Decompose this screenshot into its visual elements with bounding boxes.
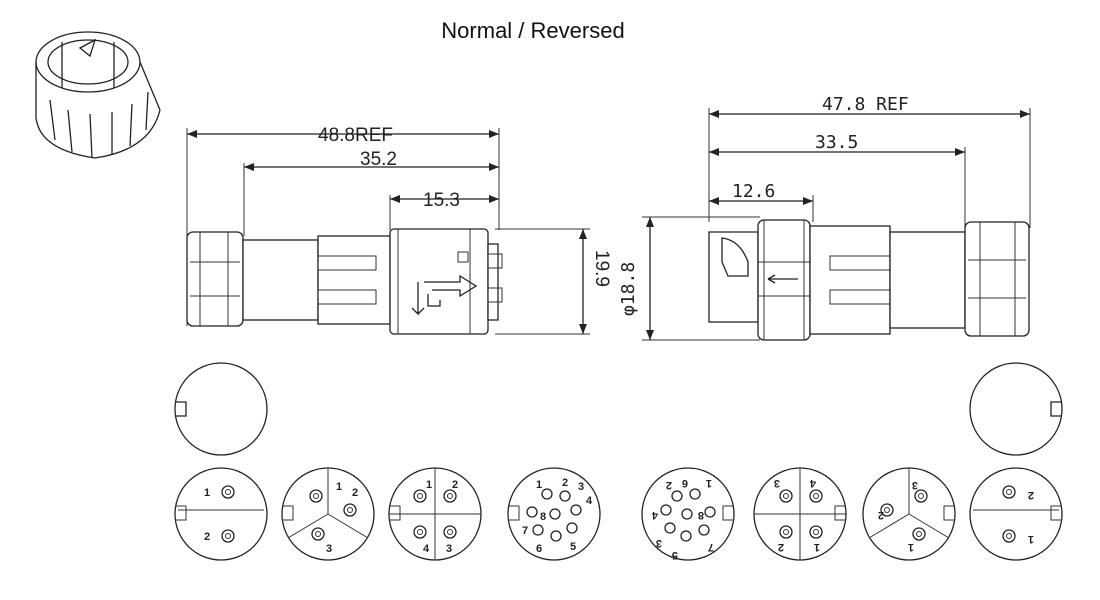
dim-diameter-right: φ18.8 — [618, 262, 639, 316]
pin-label: 3 — [656, 537, 662, 549]
dim-body-left: 35.2 — [360, 149, 397, 170]
pin-label: 5 — [570, 541, 576, 553]
coupling-nut-illustration — [35, 31, 161, 159]
pinout-2pin-normal: 1 2 — [174, 467, 268, 561]
pin-label: 4 — [586, 495, 593, 507]
pin-label: 3 — [326, 543, 332, 555]
pin-label: 8 — [698, 509, 704, 521]
pin-label: 1 — [908, 541, 914, 553]
pinout-2pin-reversed: 1 2 — [969, 467, 1063, 561]
pin-label: 2 — [562, 477, 568, 489]
pin-label: 2 — [352, 487, 358, 499]
pin-label: 1 — [536, 479, 542, 491]
pin-label: 3 — [446, 543, 452, 555]
pin-label: 6 — [536, 543, 542, 555]
pin-label: 2 — [1028, 489, 1034, 501]
dim-height-left: 19.9 — [591, 250, 612, 287]
dim-front-right: 12.6 — [732, 181, 775, 202]
pinout-3pin-reversed: 1 2 3 — [862, 467, 956, 561]
key-face-normal — [174, 362, 268, 456]
pin-label: 2 — [666, 479, 672, 491]
pin-label: 8 — [540, 511, 546, 523]
dim-front-left: 15.3 — [423, 190, 460, 211]
pin-label: 2 — [204, 531, 210, 543]
pinout-8pin-reversed: 1 2 3 4 5 6 7 8 — [641, 467, 735, 561]
key-face-reversed — [969, 362, 1063, 456]
pin-label: 3 — [578, 481, 584, 493]
pin-label: 3 — [912, 479, 918, 491]
pinout-3pin-normal: 1 2 3 — [281, 467, 375, 561]
pin-label: 2 — [878, 509, 884, 521]
pinout-8pin-normal: 1 2 3 4 5 6 7 8 — [507, 467, 601, 561]
pin-label: 4 — [423, 543, 430, 555]
pin-label: 7 — [708, 541, 714, 553]
left-connector-view — [186, 128, 590, 335]
pin-label: 1 — [814, 541, 820, 553]
pin-label: 5 — [672, 549, 678, 561]
page-title: Normal / Reversed — [441, 18, 625, 43]
dim-overall-right: 47.8 REF — [822, 94, 909, 115]
dim-overall-left: 48.8REF — [318, 125, 393, 146]
pin-label: 1 — [426, 479, 432, 491]
pin-label: 1 — [1028, 533, 1034, 545]
pin-label: 1 — [336, 481, 342, 493]
dim-body-right: 33.5 — [815, 132, 858, 153]
pin-label: 1 — [204, 487, 210, 499]
pinout-4pin-reversed: 1 2 3 4 — [753, 467, 847, 561]
pin-label: 7 — [522, 525, 528, 537]
pin-label: 4 — [651, 509, 658, 521]
right-connector-view — [642, 108, 1031, 341]
pin-label: 2 — [452, 479, 458, 491]
pin-label: 6 — [682, 477, 688, 489]
pin-label: 2 — [778, 541, 784, 553]
pinout-4pin-normal: 1 2 3 4 — [388, 467, 482, 561]
pin-label: 1 — [706, 477, 712, 489]
pin-label: 3 — [774, 477, 780, 489]
pin-label: 4 — [809, 477, 816, 489]
